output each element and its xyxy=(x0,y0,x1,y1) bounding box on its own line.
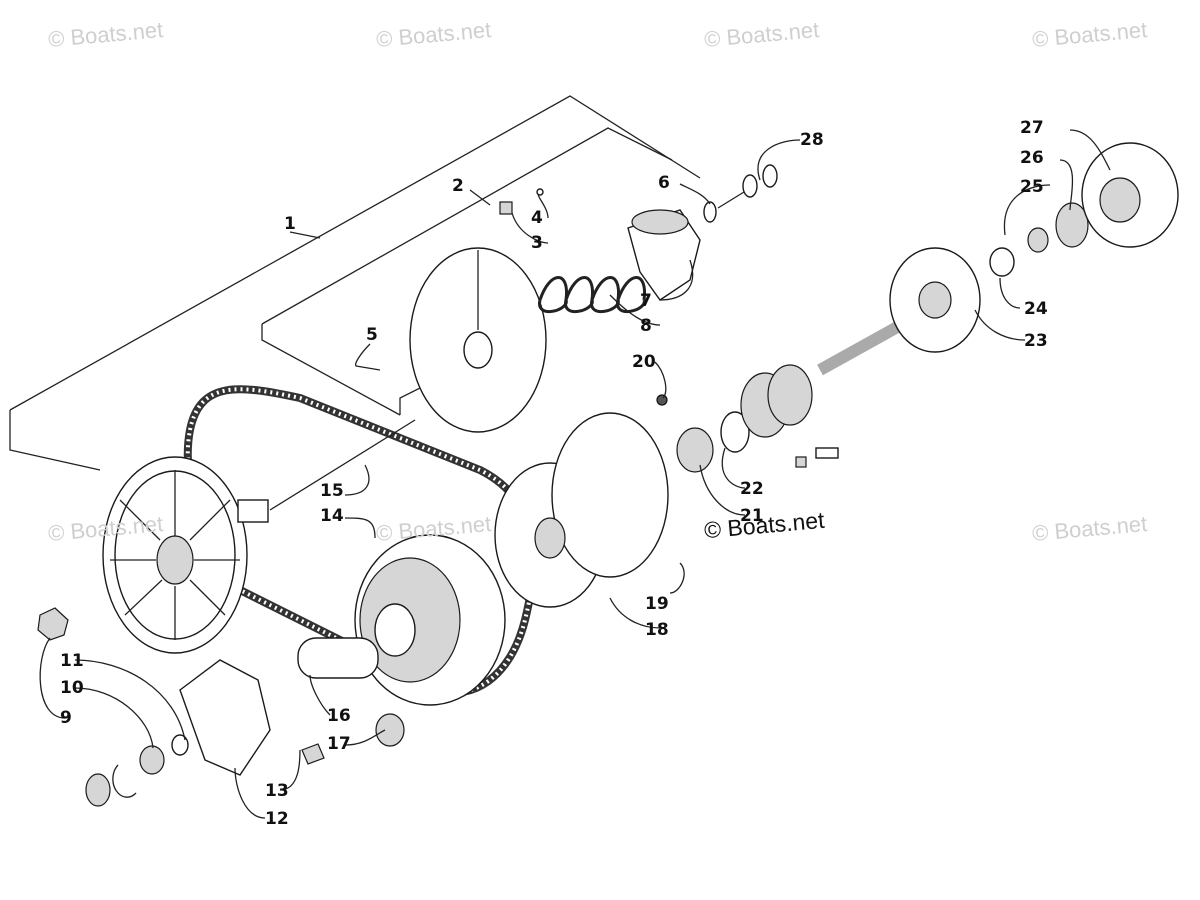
leader-lines xyxy=(39,129,1111,819)
callout-1: 1 xyxy=(284,214,296,234)
callout-25: 25 xyxy=(1020,177,1044,197)
callout-9: 9 xyxy=(60,708,72,728)
callout-7: 7 xyxy=(640,291,652,311)
movable-drive-sheave xyxy=(297,534,506,706)
callout-20: 20 xyxy=(632,352,656,372)
callout-22: 22 xyxy=(740,479,764,499)
callout-4: 4 xyxy=(531,208,543,228)
callout-27: 27 xyxy=(1020,118,1044,138)
callout-23: 23 xyxy=(1024,331,1048,351)
small-clip xyxy=(355,164,778,371)
callout-26: 26 xyxy=(1020,148,1044,168)
callout-18: 18 xyxy=(645,620,669,640)
lower-small-parts xyxy=(37,607,405,807)
drive-pulley xyxy=(102,419,416,654)
centrifugal-clutch xyxy=(989,142,1179,277)
callout-19: 19 xyxy=(645,594,669,614)
callout-17: 17 xyxy=(327,734,351,754)
callout-5: 5 xyxy=(366,325,378,345)
driven-clutch xyxy=(494,412,669,608)
callout-21: 21 xyxy=(740,506,764,526)
callout-8: 8 xyxy=(640,316,652,336)
callout-12: 12 xyxy=(265,809,289,829)
callout-10: 10 xyxy=(60,678,84,698)
callout-11: 11 xyxy=(60,651,84,671)
callout-15: 15 xyxy=(320,481,344,501)
assembly-bracket-1 xyxy=(9,95,701,471)
callout-28: 28 xyxy=(800,130,824,150)
bearing-stack xyxy=(656,364,839,473)
driven-sheave-fixed xyxy=(409,247,547,433)
callout-16: 16 xyxy=(327,706,351,726)
output-shaft xyxy=(817,247,981,376)
callout-3: 3 xyxy=(531,233,543,253)
callout-6: 6 xyxy=(658,173,670,193)
cam xyxy=(627,209,701,301)
callout-24: 24 xyxy=(1024,299,1048,319)
callout-14: 14 xyxy=(320,506,344,526)
callout-13: 13 xyxy=(265,781,289,801)
spring xyxy=(538,276,647,314)
callout-2: 2 xyxy=(452,176,464,196)
